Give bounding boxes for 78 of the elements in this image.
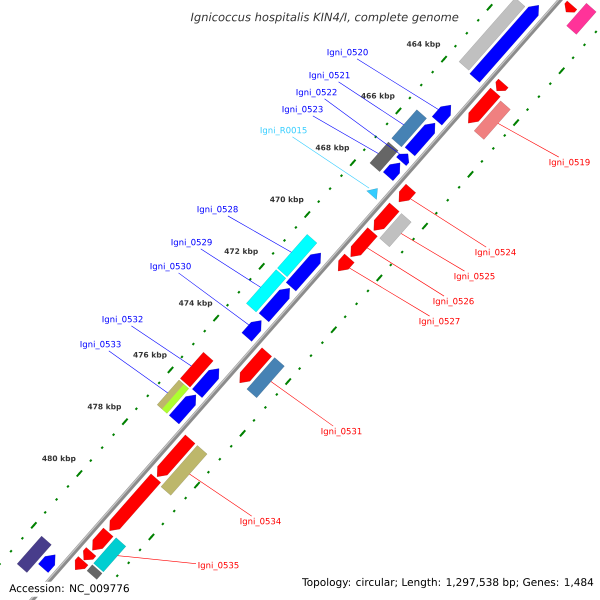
gene-feature [74,556,88,570]
gene-feature [157,434,196,477]
gene-label: Igni_R0015 [260,126,307,136]
gene-feature [370,142,398,172]
gene-feature [366,188,378,200]
gene-feature [92,528,114,550]
gene-feature [286,252,321,292]
gene-feature [192,368,220,398]
gene-label: Igni_0525 [454,272,494,282]
leader-line [498,123,560,158]
gene-label: Igni_0523 [282,106,323,114]
gene-feature [383,162,400,181]
gene-feature [242,320,262,342]
gene-feature [474,100,510,140]
gene-feature [496,78,508,91]
gene-feature [338,254,354,272]
leader-line [228,216,292,253]
gene-feature [86,564,102,580]
gene-feature [246,357,285,398]
gene-feature [468,88,500,124]
leader-line [356,58,439,110]
gene-label: Igni_0521 [310,72,350,80]
leader-line [410,198,486,248]
gene-label: Igni_0527 [420,318,460,326]
leader-line [117,555,196,564]
gene-feature [392,110,427,148]
leader-line [366,248,444,296]
gene-label: Igni_0533 [80,340,121,350]
gene-feature [350,228,378,257]
gene-label: Igni_0528 [198,206,238,214]
gene-feature [458,0,526,70]
gene-feature [258,288,290,322]
gene-label: Igni_0529 [172,238,212,248]
leader-line [292,136,370,188]
leader-line [178,272,250,326]
gene-feature [564,0,578,12]
gene-feature [83,547,96,560]
leader-line [312,116,379,154]
gene-feature [277,234,318,277]
gene-feature [169,394,196,424]
gene-feature [93,538,126,572]
leader-line [324,98,400,154]
gene-label: Igni_0532 [102,316,142,324]
gene-feature [160,445,208,496]
leader-line [270,381,334,426]
gene-feature [380,213,412,247]
gene-feature [246,270,286,312]
gene-feature [432,104,452,126]
leader-line [400,233,465,272]
gene-label: Igni_0534 [240,518,281,526]
leader-line [131,326,192,366]
gene-feature [240,348,272,383]
gene-feature [396,154,409,166]
title: Ignicoccus hospitalis KIN4/I, complete genome [190,12,458,24]
leader-line [349,268,430,316]
leader-line [189,474,252,516]
gene-feature [398,184,416,202]
accession-label: Accession: NC_009776 [4,582,135,597]
leader-line [338,82,404,125]
gene-label: Igni_0535 [198,562,238,570]
gene-label: Igni_0526 [434,298,474,306]
gene-feature [566,3,596,35]
gene-label: Igni_0522 [296,88,336,98]
leader-line [200,248,261,288]
gene-feature [38,554,56,573]
gene-feature [470,5,539,83]
gene-feature [374,202,400,231]
leader-line [108,350,168,394]
gene-feature [180,352,214,388]
gene-feature [404,122,436,156]
genome-info: Topology: circular; Length: 1,297,538 bp; Genes: 1,484 [302,578,594,588]
gene-label: Igni_0524 [476,248,516,258]
gene-label: Igni_0530 [150,262,191,272]
gene-label: Igni_0531 [322,428,362,436]
gene-label: Igni_0519 [550,158,590,168]
gene-feature [109,474,161,531]
gene-label: Igni_0520 [328,48,368,58]
gene-feature [17,536,52,573]
